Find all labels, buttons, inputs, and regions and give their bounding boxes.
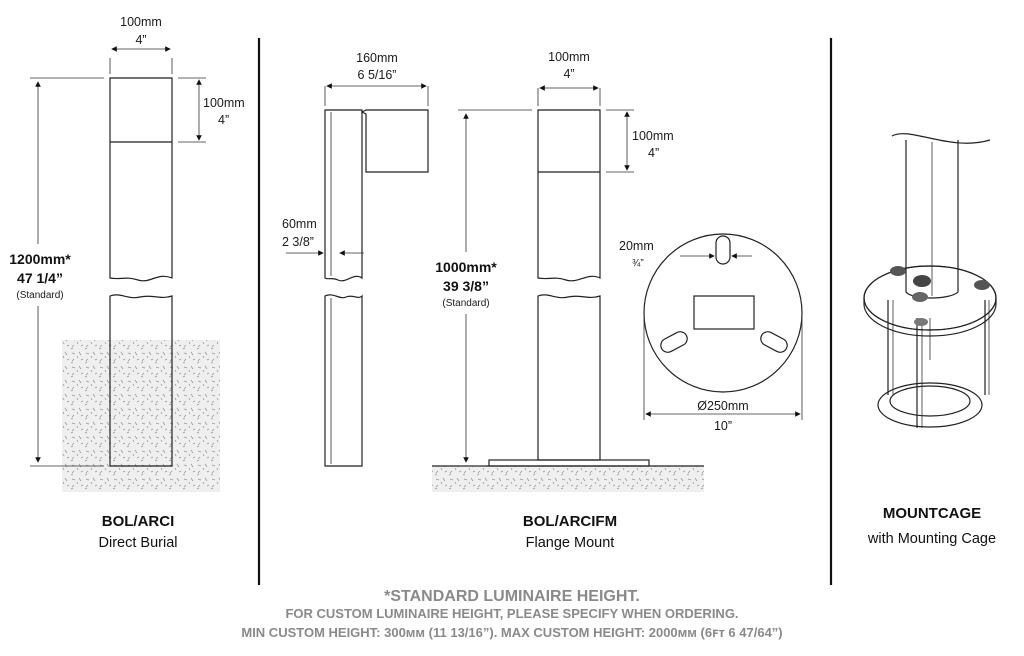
arci-subtitle: Direct Burial [99, 535, 178, 551]
cage-nut-2 [974, 280, 990, 290]
cage-bottom-ring-inner [889, 385, 971, 417]
arcifm-post-upper [537, 109, 601, 282]
arci-width-mm: 100mm [120, 15, 162, 29]
cage-nut-1 [890, 266, 906, 276]
side-body-upper [324, 109, 363, 282]
arci-post-lower [109, 294, 173, 467]
arcifm-width-in: 4” [563, 67, 574, 81]
side-depth-mm: 60mm [282, 217, 317, 231]
arcifm-post-lower [537, 294, 601, 461]
mountcage-title: MOUNTCAGE [883, 505, 981, 522]
footer-standard-height: *STANDARD LUMINAIRE HEIGHT. [384, 588, 640, 605]
cage-top-plate-edge [863, 298, 997, 337]
flange-dia-in: 10” [714, 419, 732, 433]
cage-washer-lower [914, 318, 928, 326]
arcifm-ground [432, 466, 704, 492]
cage-post-break [891, 133, 991, 144]
cage-post [905, 140, 959, 299]
side-width-mm: 160mm [356, 51, 398, 65]
mountcage-view: MOUNTCAGE with Mounting Cage [863, 133, 997, 547]
arci-height-note: (Standard) [16, 290, 63, 301]
cage-top-plate-face [863, 265, 997, 331]
mountcage-subtitle: with Mounting Cage [867, 531, 996, 547]
cage-washer [912, 292, 928, 302]
arci-head-mm: 100mm [203, 96, 245, 110]
side-depth-in: 2 3/8” [282, 235, 314, 249]
arci-ground [62, 340, 220, 492]
flange-slot-in: ¾” [632, 258, 644, 269]
footer-min-max: MIN CUSTOM HEIGHT: 300ᴍᴍ (11 13/16”). MA… [241, 625, 782, 640]
arci-height-mm: 1200mm* [9, 251, 71, 267]
arcifm-title: BOL/ARCIFM [523, 513, 617, 530]
side-body-lower [324, 294, 363, 467]
arcifm-view: 100mm 4” 100mm 4” 1000mm* 39 3/8” (Stand… [432, 50, 704, 551]
flange-slot-mm: 20mm [619, 239, 654, 253]
flange-slot-left [660, 331, 688, 353]
footer-custom-note: FOR CUSTOM LUMINAIRE HEIGHT, PLEASE SPEC… [285, 606, 738, 621]
arci-head-in: 4” [218, 113, 229, 127]
arcifm-height-mm: 1000mm* [435, 259, 497, 275]
flange-dia-mm: Ø250mm [697, 399, 748, 413]
arcifm-height-in: 39 3/8” [443, 278, 489, 294]
cage-bottom-ring [877, 382, 983, 428]
side-view: 160mm 6 5/16” 60mm 2 3/8” [282, 51, 429, 467]
arci-view: 100mm 4” 100mm 4” 1200mm* 47 1/4” (Stand… [9, 15, 244, 551]
arcifm-head-in: 4” [648, 146, 659, 160]
arcifm-head-mm: 100mm [632, 129, 674, 143]
arcifm-flange-plate [488, 459, 650, 467]
arcifm-subtitle: Flange Mount [526, 535, 615, 551]
cage-nut-3 [913, 275, 931, 287]
flange-slot-top [715, 235, 731, 265]
arci-height-in: 47 1/4” [17, 270, 63, 286]
flange-plate-circle [643, 233, 803, 393]
arci-post-upper [109, 77, 173, 282]
flange-slot-right [760, 331, 788, 353]
side-width-in: 6 5/16” [358, 68, 397, 82]
flange-plate-top-view: 20mm ¾” Ø250mm 10” [619, 233, 803, 433]
side-head [360, 109, 429, 173]
arcifm-width-mm: 100mm [548, 50, 590, 64]
flange-center-cutout [693, 295, 755, 330]
arci-title: BOL/ARCI [102, 513, 175, 530]
arcifm-height-note: (Standard) [442, 298, 489, 309]
arci-width-in: 4” [135, 33, 146, 47]
